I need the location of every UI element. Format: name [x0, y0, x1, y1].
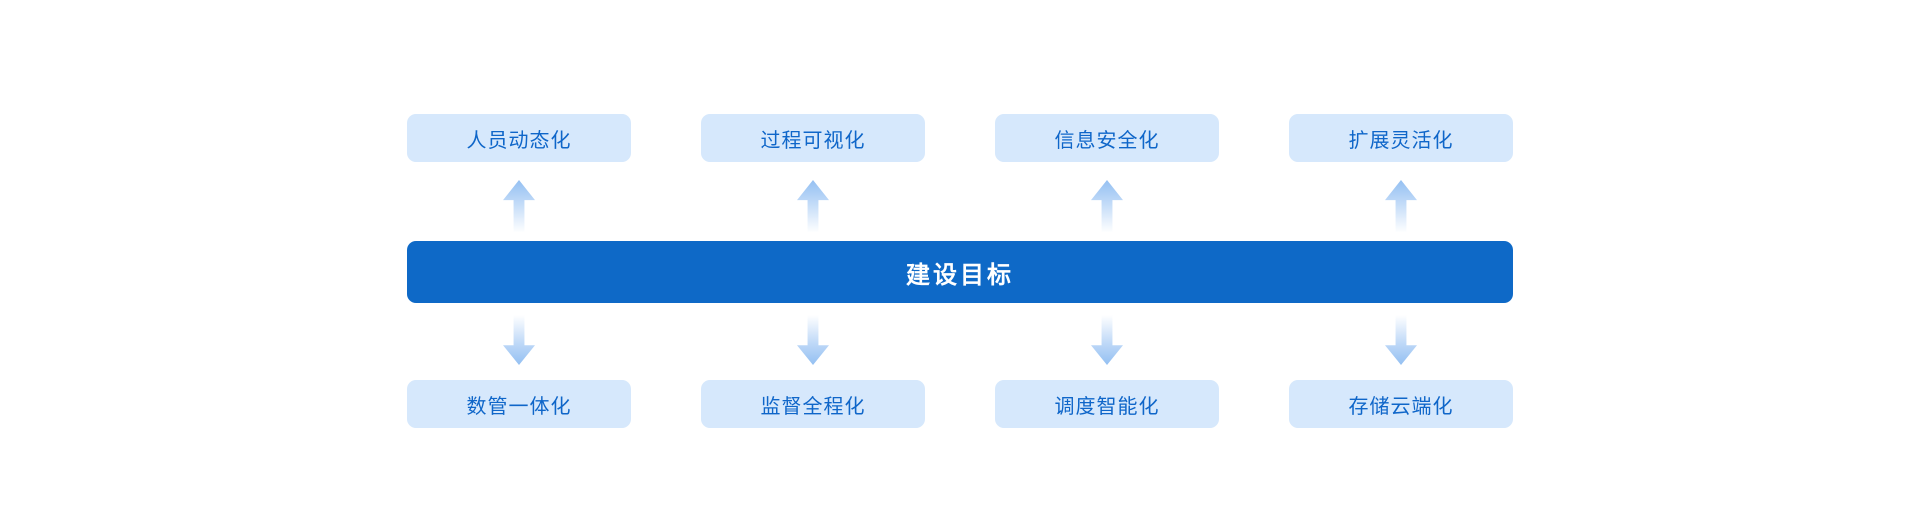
arrow-down-icon	[1385, 313, 1417, 365]
arrow-cell	[407, 313, 631, 365]
arrow-cell	[407, 180, 631, 236]
arrow-cell	[1289, 313, 1513, 365]
goal-box-scheduling-intelligent: 调度智能化	[995, 380, 1219, 428]
arrow-up-icon	[1385, 180, 1417, 236]
construction-goals-diagram: 人员动态化 过程可视化 信息安全化 扩展灵活化 建设目标	[407, 0, 1513, 428]
goal-box-supervision-whole-process: 监督全程化	[701, 380, 925, 428]
arrow-cell	[995, 313, 1219, 365]
arrow-down-icon	[503, 313, 535, 365]
arrow-cell	[701, 180, 925, 236]
arrow-up-icon	[1091, 180, 1123, 236]
goal-box-storage-cloud: 存储云端化	[1289, 380, 1513, 428]
goal-box-personnel-dynamic: 人员动态化	[407, 114, 631, 162]
goal-box-information-security: 信息安全化	[995, 114, 1219, 162]
arrow-cell	[1289, 180, 1513, 236]
top-goals-row: 人员动态化 过程可视化 信息安全化 扩展灵活化	[407, 114, 1513, 162]
arrow-up-icon	[797, 180, 829, 236]
goal-box-process-visual: 过程可视化	[701, 114, 925, 162]
up-arrows-row	[407, 180, 1513, 236]
bottom-goals-row: 数管一体化 监督全程化 调度智能化 存储云端化	[407, 380, 1513, 428]
center-title-bar: 建设目标	[407, 241, 1513, 303]
goal-box-expansion-flexible: 扩展灵活化	[1289, 114, 1513, 162]
arrow-cell	[701, 313, 925, 365]
arrow-up-icon	[503, 180, 535, 236]
goal-box-data-management-integration: 数管一体化	[407, 380, 631, 428]
arrow-down-icon	[797, 313, 829, 365]
down-arrows-row	[407, 313, 1513, 365]
arrow-down-icon	[1091, 313, 1123, 365]
arrow-cell	[995, 180, 1219, 236]
